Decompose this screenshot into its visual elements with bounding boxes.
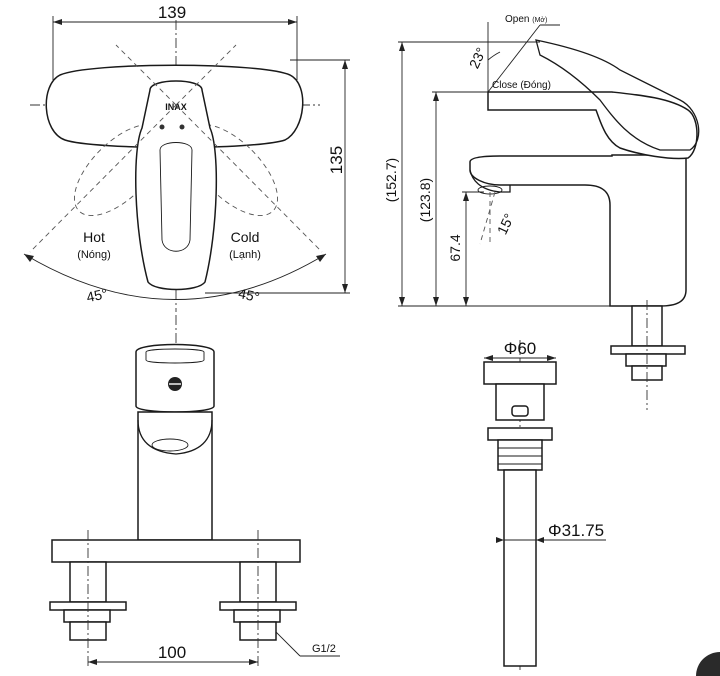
dim-arrow (288, 19, 297, 25)
angle-arc-arrow-right (316, 254, 326, 262)
dim-arrow (249, 659, 258, 665)
lever-angle-label: 23° (466, 45, 489, 71)
front-spout-curve (137, 419, 213, 455)
dim-arrow (463, 297, 469, 306)
front-view: 100 G1/2 (49, 315, 340, 668)
drain-washer (487, 427, 553, 441)
dim-arrow (399, 297, 405, 306)
dim-arrow (433, 297, 439, 306)
cold-label: Cold (231, 229, 260, 245)
angle-arc-arrow-left (24, 254, 34, 262)
drain-body (495, 383, 545, 421)
dim-pipe-diameter-label: Φ31.75 (548, 521, 604, 540)
drain-view: Φ60 Φ31.75 (483, 339, 606, 670)
dim-arrow (547, 355, 556, 361)
dim-total-height-label: (152.7) (383, 158, 399, 202)
angle-line-cold (175, 104, 323, 253)
dim-spout-height-label: 67.4 (447, 234, 463, 261)
indicator-dot-cold (179, 124, 185, 130)
hot-label: Hot (83, 229, 105, 245)
dim-arrow (342, 60, 348, 69)
side-nut (625, 353, 667, 367)
dim-close-height-label: (123.8) (417, 178, 433, 222)
front-lever-top (145, 348, 205, 364)
front-nut-right (233, 609, 281, 623)
open-label: Open (Mở) (505, 14, 547, 25)
side-lever-closed (487, 91, 698, 160)
front-base-plate (51, 539, 301, 563)
drain-pipe (503, 469, 537, 667)
top-view-body (135, 80, 218, 291)
spout-angle-label: 15° (494, 211, 517, 237)
dim-top-diameter-label: Φ60 (504, 339, 536, 358)
brand-logo: INAX (165, 102, 187, 112)
lever-angle-arc (487, 51, 501, 61)
drain-top-flange (483, 361, 557, 385)
angle-right-label: 45° (237, 285, 261, 305)
dim-arrow (463, 192, 469, 201)
top-view: INAX 139 135 Hot (Nóng) Cold (Lạnh) 45° … (23, 3, 350, 312)
dim-arrow (342, 284, 348, 293)
front-aerator (151, 438, 189, 452)
drain-overflow-slot (511, 405, 529, 417)
dim-arrow (496, 537, 504, 543)
side-view-body (469, 154, 687, 307)
dim-arrow (536, 537, 544, 543)
close-label: Close (Đóng) (492, 80, 551, 91)
side-view: Open (Mở) Close (Đóng) 23° 15° (152.7) (… (383, 14, 700, 410)
drain-nut (497, 439, 543, 471)
dim-arrow (433, 92, 439, 101)
indicator-dot-hot (159, 124, 165, 130)
corner-badge (696, 652, 720, 676)
dim-depth-label: 135 (327, 146, 346, 174)
top-view-spout-inner (159, 142, 193, 252)
cold-vn-label: (Lạnh) (229, 249, 261, 261)
angle-left-label: 45° (85, 285, 109, 305)
side-lever-open (535, 39, 700, 151)
dim-arrow (53, 19, 62, 25)
dim-center-distance-label: 100 (158, 643, 186, 662)
lever-angle-ref-open (487, 24, 541, 93)
hot-vn-label: (Nóng) (77, 249, 111, 261)
angle-arc (23, 253, 327, 300)
side-washer (610, 345, 686, 355)
thread-leader (275, 631, 301, 657)
front-body-column (137, 411, 213, 541)
front-nut-left (63, 609, 111, 623)
angle-line-hot (29, 104, 177, 253)
spout-angle-line (479, 191, 496, 245)
dim-width-label: 139 (158, 3, 186, 22)
thread-label: G1/2 (312, 643, 336, 655)
dim-arrow (484, 355, 493, 361)
dim-arrow (88, 659, 97, 665)
dim-arrow (399, 42, 405, 51)
